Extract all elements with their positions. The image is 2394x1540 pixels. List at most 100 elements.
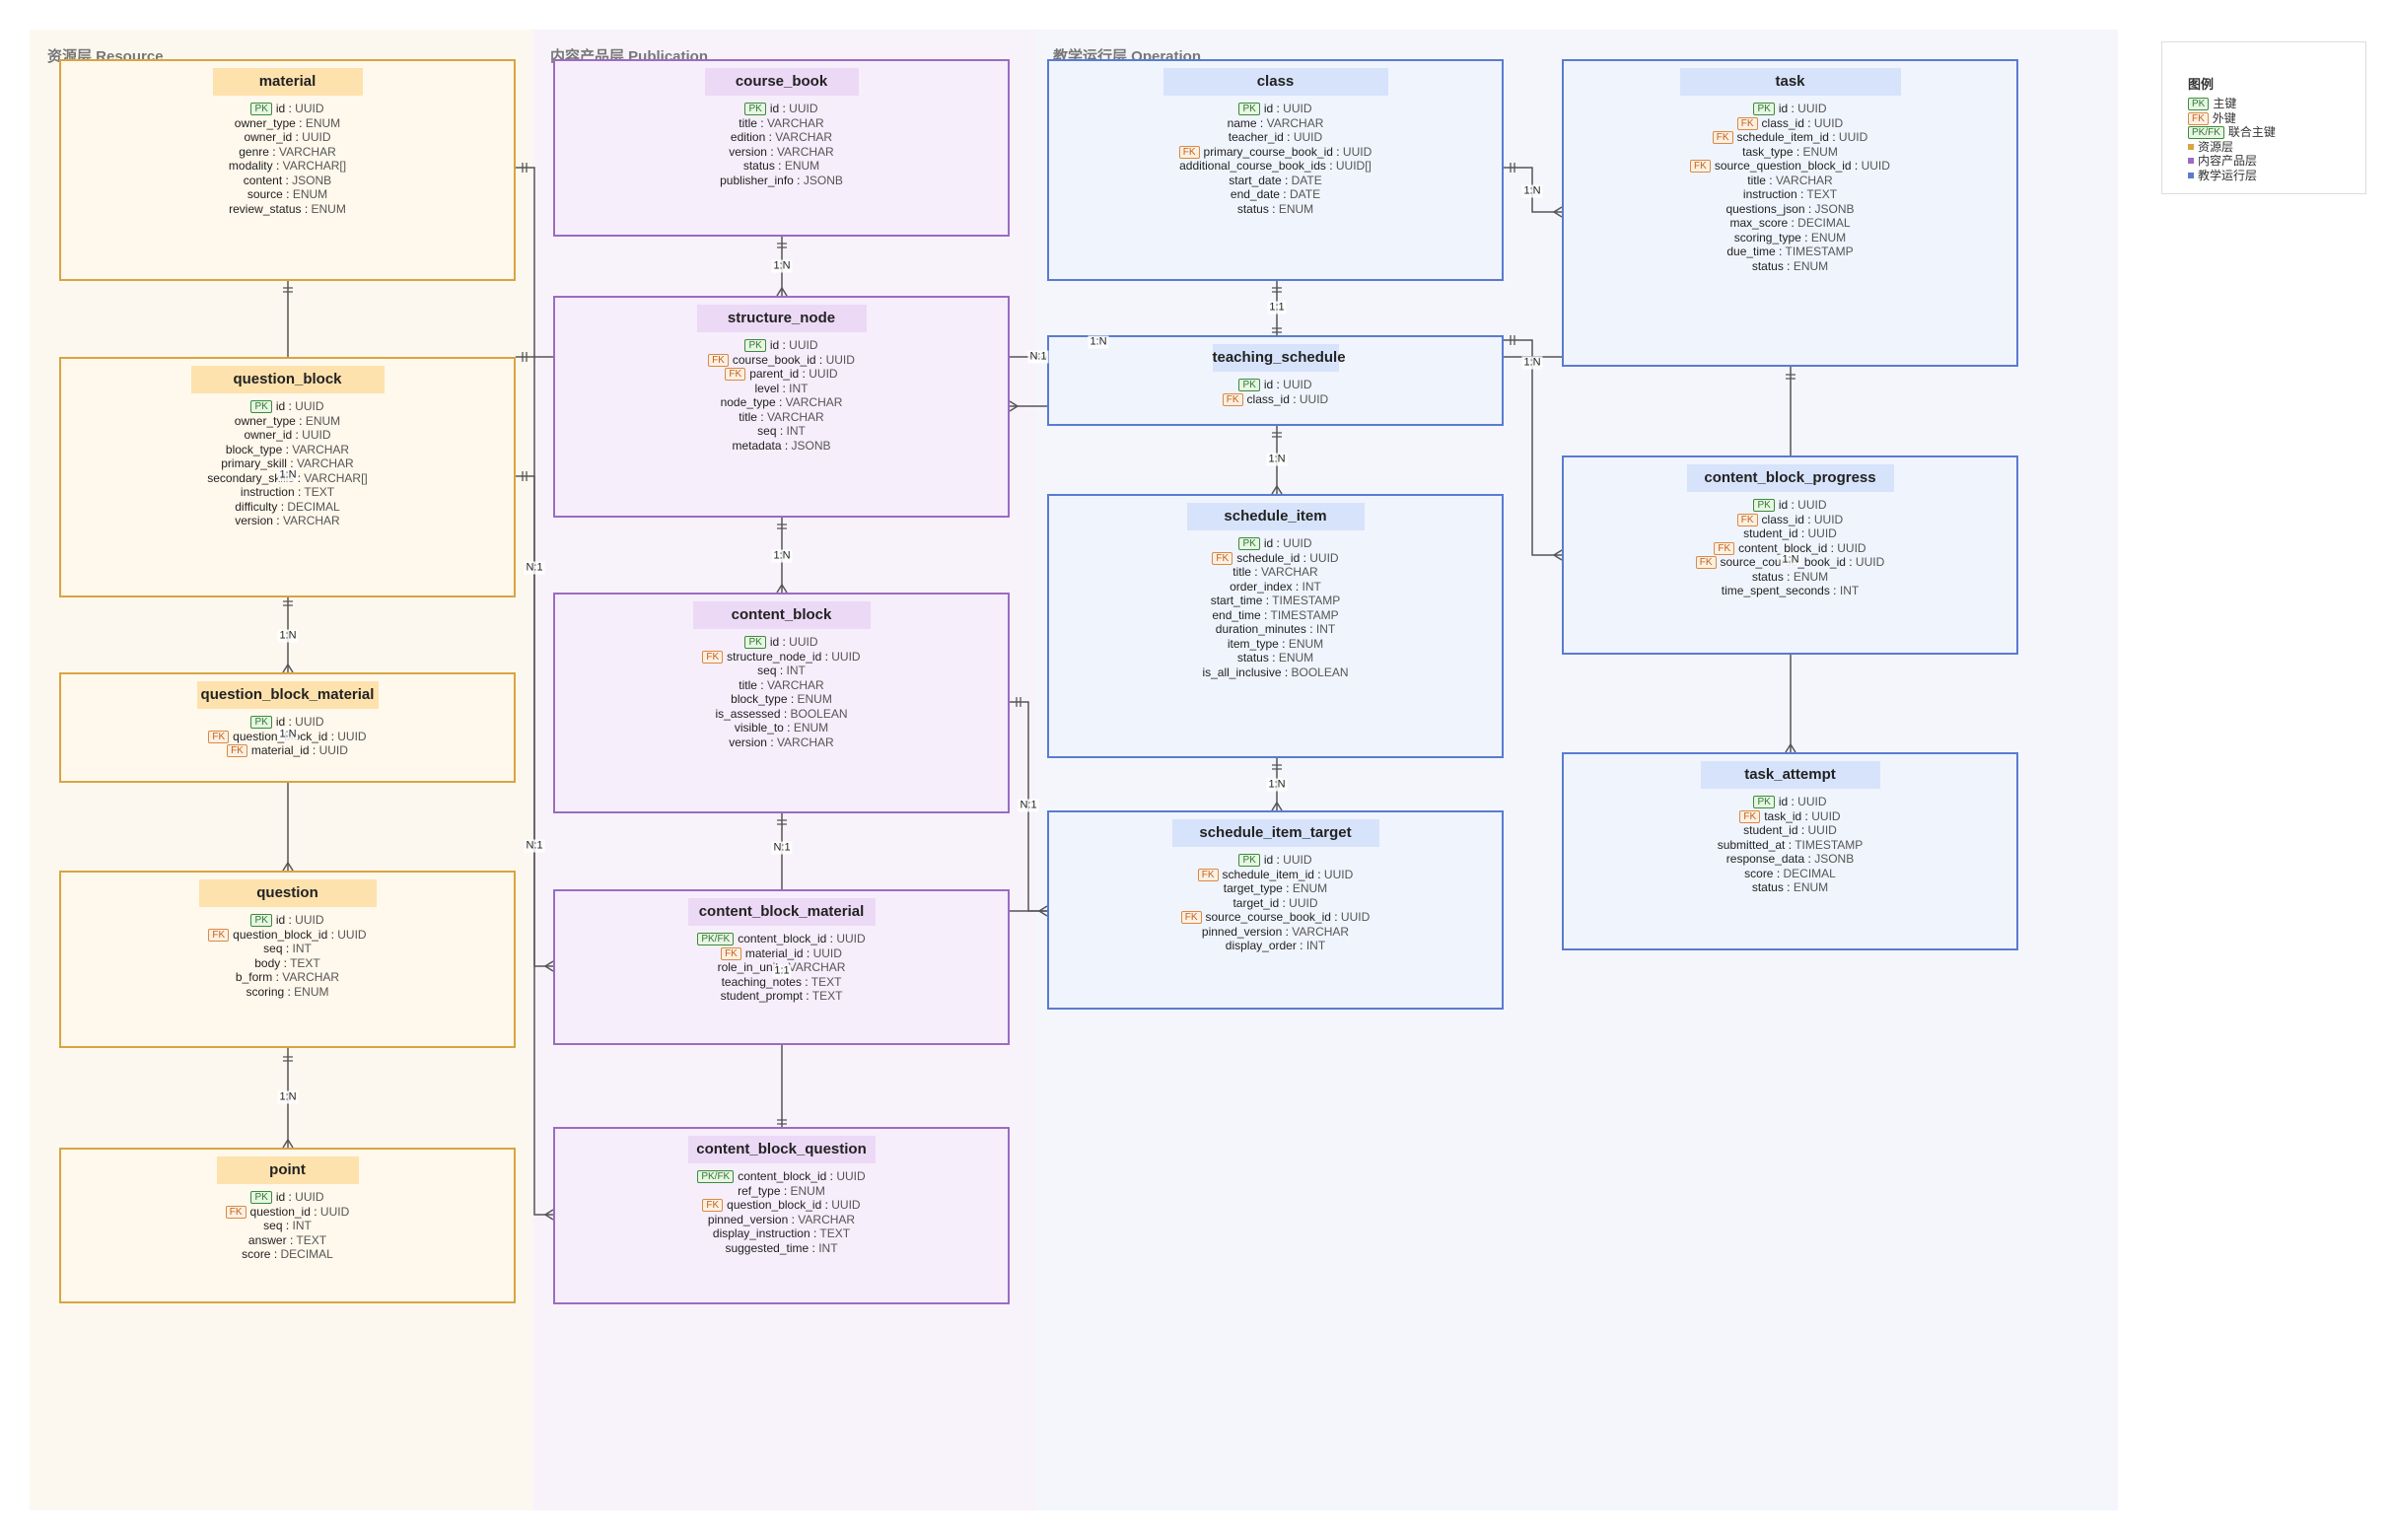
field-type: VARCHAR [788,960,846,974]
field-name: source_question_block_id : [1714,159,1862,173]
fk-tag: FK [1197,868,1219,881]
field-type: DECIMAL [280,1247,333,1261]
field-name: seq : [757,424,787,438]
field-display-order: display_order : INT [1049,939,1502,953]
field-type: TIMESTAMP [1270,607,1339,622]
field-name: block_type : [731,692,798,706]
field-name: id : [769,338,790,352]
entity-title: class [1162,68,1388,96]
relationship-label: 1:N [277,728,299,741]
crow-foot-marker [543,960,554,972]
pk-tag: PK [250,103,272,115]
field-questions-json: questions_json : JSONB [1564,202,2016,217]
field-type: INT [789,381,809,395]
field-item-type: item_type : ENUM [1049,637,1502,652]
field-type: DECIMAL [287,499,340,514]
field-modality: modality : VARCHAR[] [61,159,514,174]
pk-tag: PK [1238,854,1260,867]
field-type: UUID [1283,378,1312,391]
pk-tag: PK [744,636,766,649]
field-seq: seq : INT [555,664,1008,678]
relationship-label: N:1 [1018,799,1039,812]
field-type: UUID[] [1335,159,1372,173]
field-type: VARCHAR[] [282,159,347,173]
field-instruction: instruction : TEXT [1564,187,2016,202]
field-name: pinned_version : [1201,924,1293,939]
field-target-id: target_id : UUID [1049,896,1502,911]
field-type: VARCHAR[] [304,470,368,485]
field-teaching-notes: teaching_notes : TEXT [555,975,1008,990]
field-name: title : [1232,565,1261,579]
field-body: body : TEXT [61,956,514,971]
field-due-time: due_time : TIMESTAMP [1564,245,2016,259]
field-scoring: scoring : ENUM [61,985,514,1000]
layer-color-swatch [2188,172,2194,178]
field-type: UUID [1855,555,1885,569]
field-order-index: order_index : INT [1049,580,1502,595]
field-secondary-skills: secondary_skills : VARCHAR[] [61,471,514,486]
entity-title: structure_node [696,305,867,332]
field-type: VARCHAR [1292,924,1350,939]
entity-title: course_book [704,68,859,96]
field-type: ENUM [311,201,346,216]
field-type: UUID [295,1190,324,1204]
field-name: seq : [263,942,293,955]
one-marker [777,524,787,529]
legend-title: 图例 [2188,77,2215,92]
field-type: UUID [337,729,367,743]
field-name: display_instruction : [712,1226,820,1240]
field-name: id : [275,913,296,927]
field-seq: seq : INT [61,1219,514,1233]
field-name: question_id : [249,1204,320,1219]
legend-label: 内容产品层 [2198,154,2258,168]
field-type: VARCHAR [1260,565,1318,579]
field-name: genre : [239,144,279,159]
field-name: body : [254,955,291,970]
field-name: id : [275,399,296,413]
field-name: id : [275,102,296,115]
field-edition: edition : VARCHAR [555,130,1008,145]
entity-title: question_block [190,366,385,393]
field-genre: genre : VARCHAR [61,145,514,160]
field-type: VARCHAR [776,144,834,159]
field-name: start_time : [1210,594,1273,607]
field-type: VARCHAR [1266,115,1324,130]
field-name: edition : [730,130,776,144]
field-type: VARCHAR [766,409,824,424]
crow-foot-marker [543,1209,554,1221]
fk-tag: FK [1739,809,1761,823]
field-type: UUID [789,635,818,649]
pk-tag: PK [2188,98,2210,110]
field-end-time: end_time : TIMESTAMP [1049,608,1502,623]
field-owner-id: owner_id : UUID [61,130,514,145]
field-name: suggested_time : [725,1240,819,1255]
